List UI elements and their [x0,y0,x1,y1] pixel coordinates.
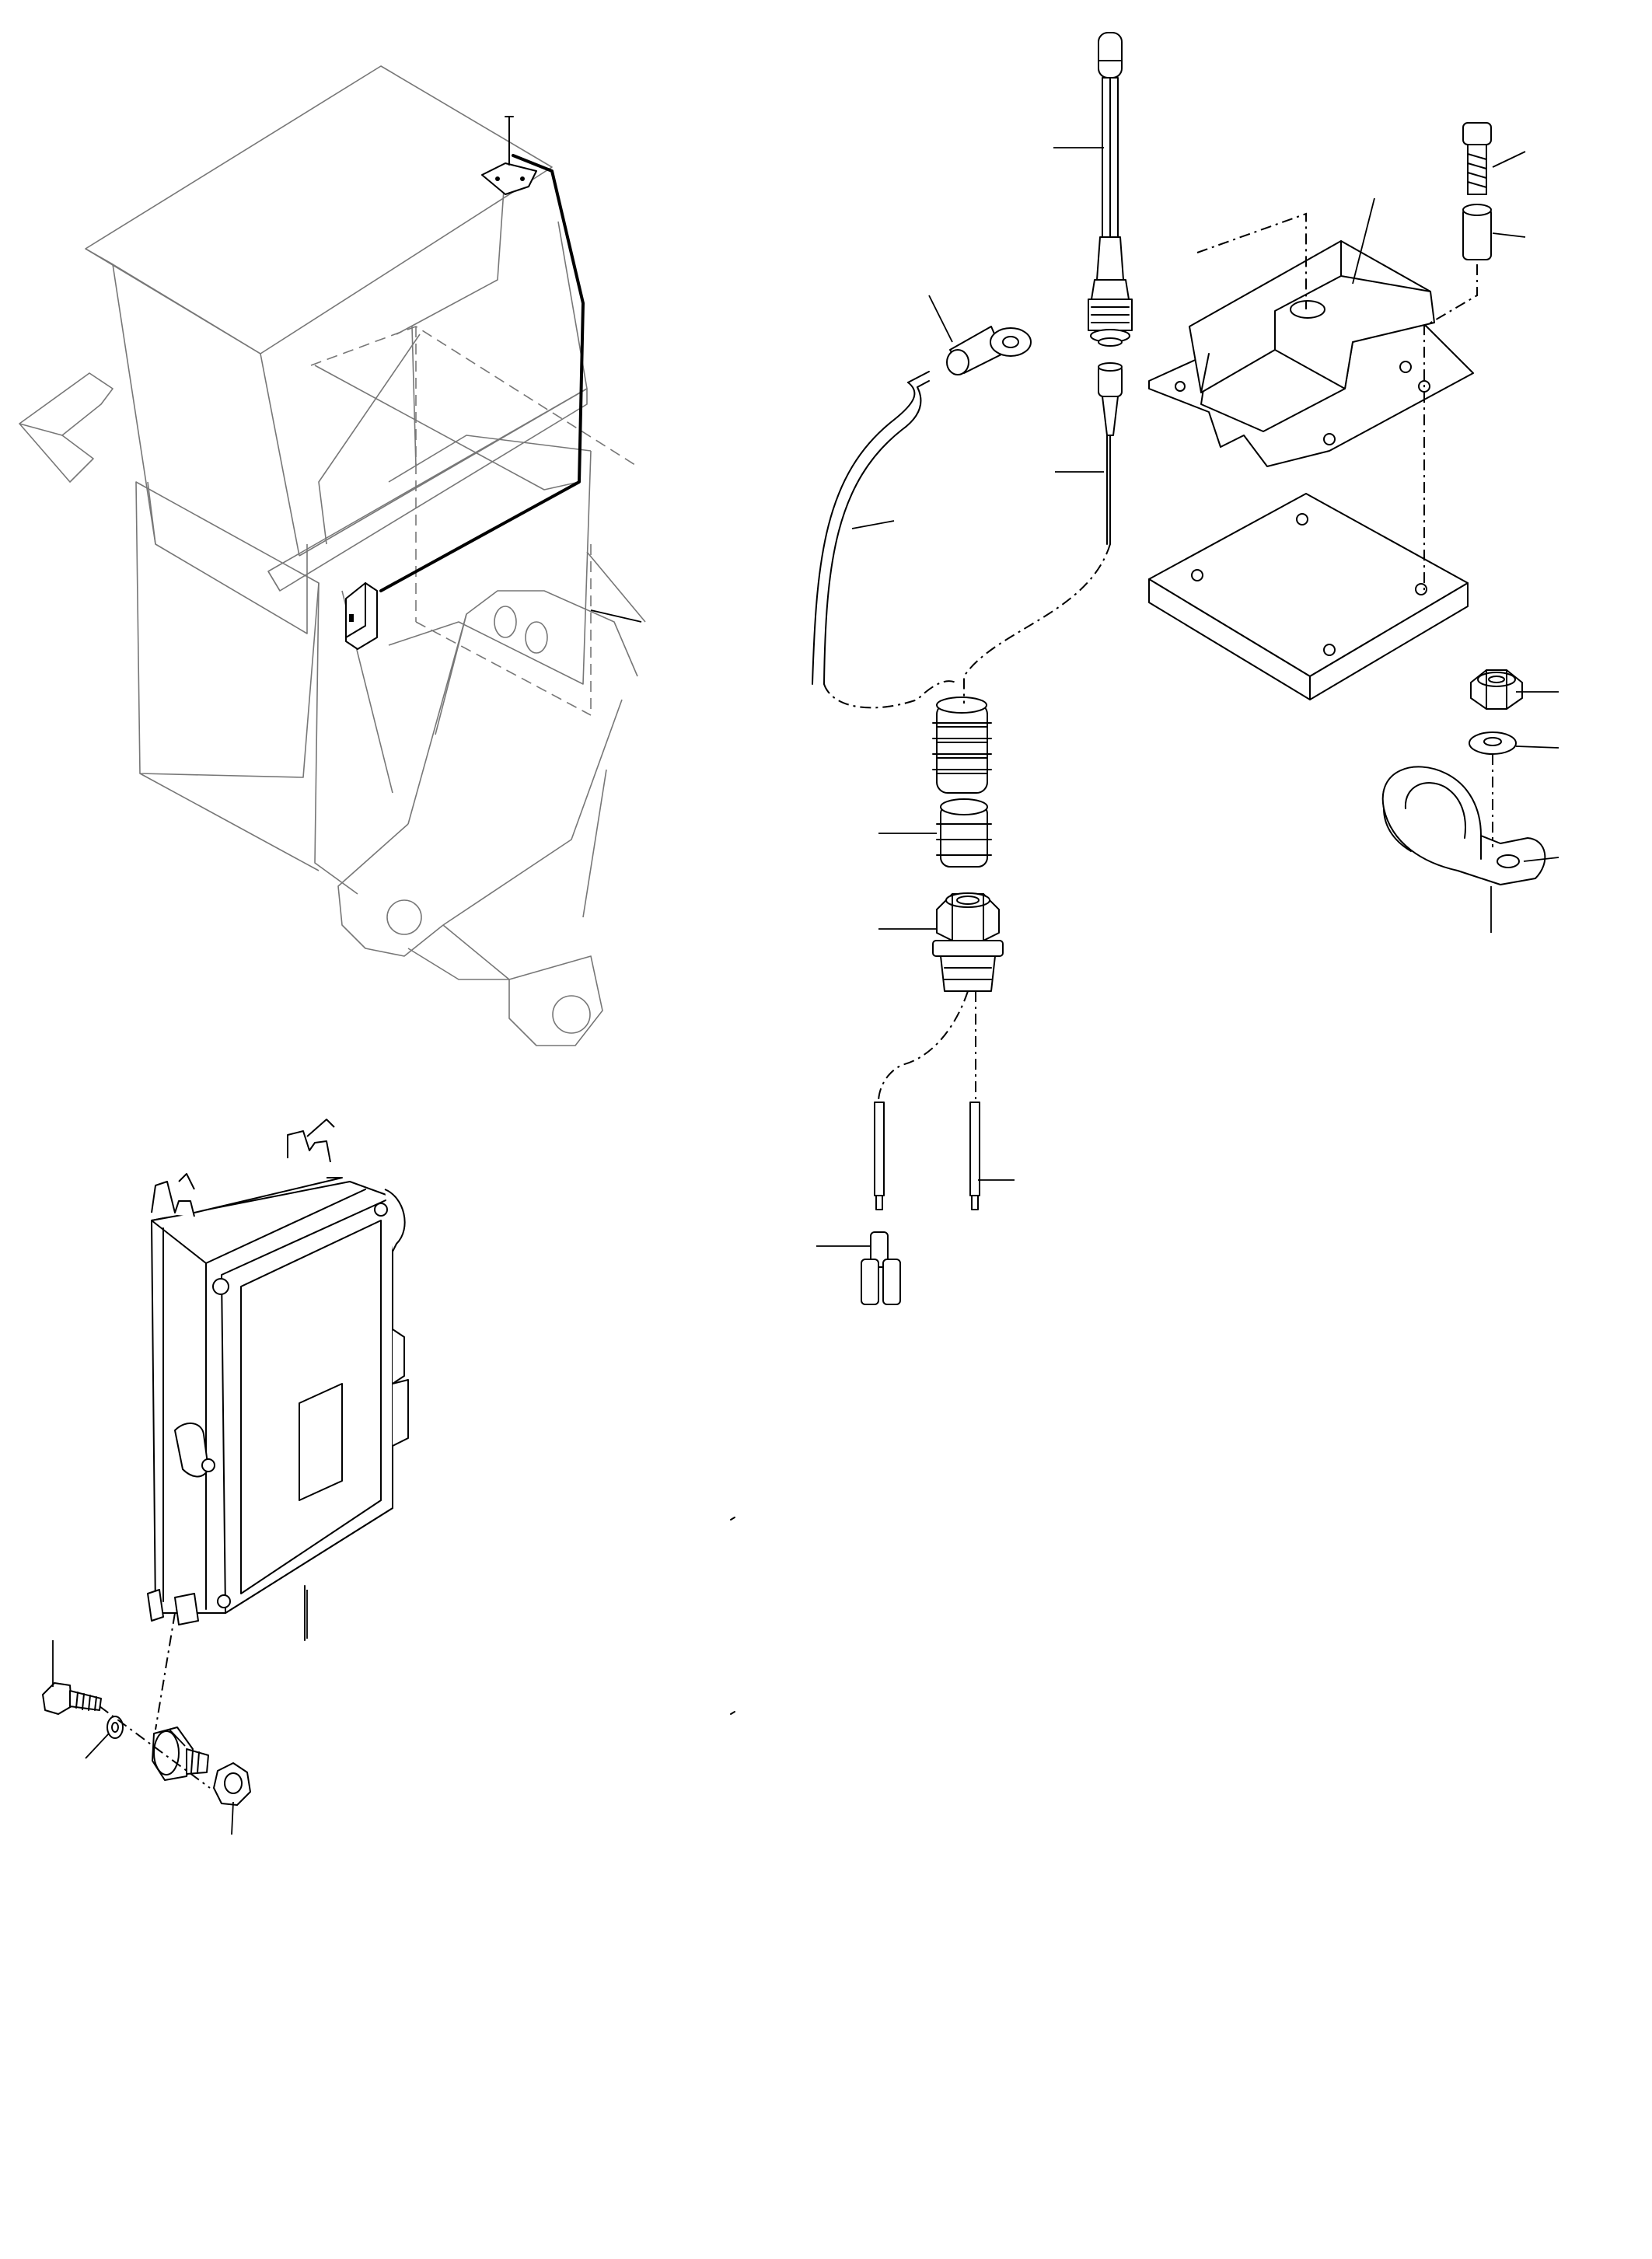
control-unit [147,1119,409,1641]
rubber-mount [152,1727,209,1781]
cable-seal-lower [936,798,992,868]
callout-leaders [52,147,1559,1835]
cable-clamp [1381,766,1546,885]
ground-wire [812,371,930,685]
mounting-plate [1148,493,1469,700]
assembly-centerlines [99,212,1493,1789]
wire-end-left [874,1102,885,1210]
mounting-bolt [42,1682,102,1715]
ring-cable-lug [946,326,1032,375]
lock-nut [1470,669,1523,710]
butt-connector [861,1231,901,1305]
stray-mark [730,1517,735,1521]
antenna-coax-plug [1098,362,1123,545]
stray-mark [730,1711,735,1715]
antenna [1088,32,1133,347]
washer-small [107,1716,124,1739]
wire-end-right [969,1102,980,1210]
hex-nut [213,1762,251,1806]
antenna-bracket [1148,240,1474,467]
spacer-sleeve [1462,204,1492,260]
cable-seal-upper [932,697,992,794]
bracket-bolt [1462,122,1492,195]
flat-washer [1469,731,1517,755]
cable-gland [932,892,1004,992]
machine-cab-ghost [19,65,646,1046]
